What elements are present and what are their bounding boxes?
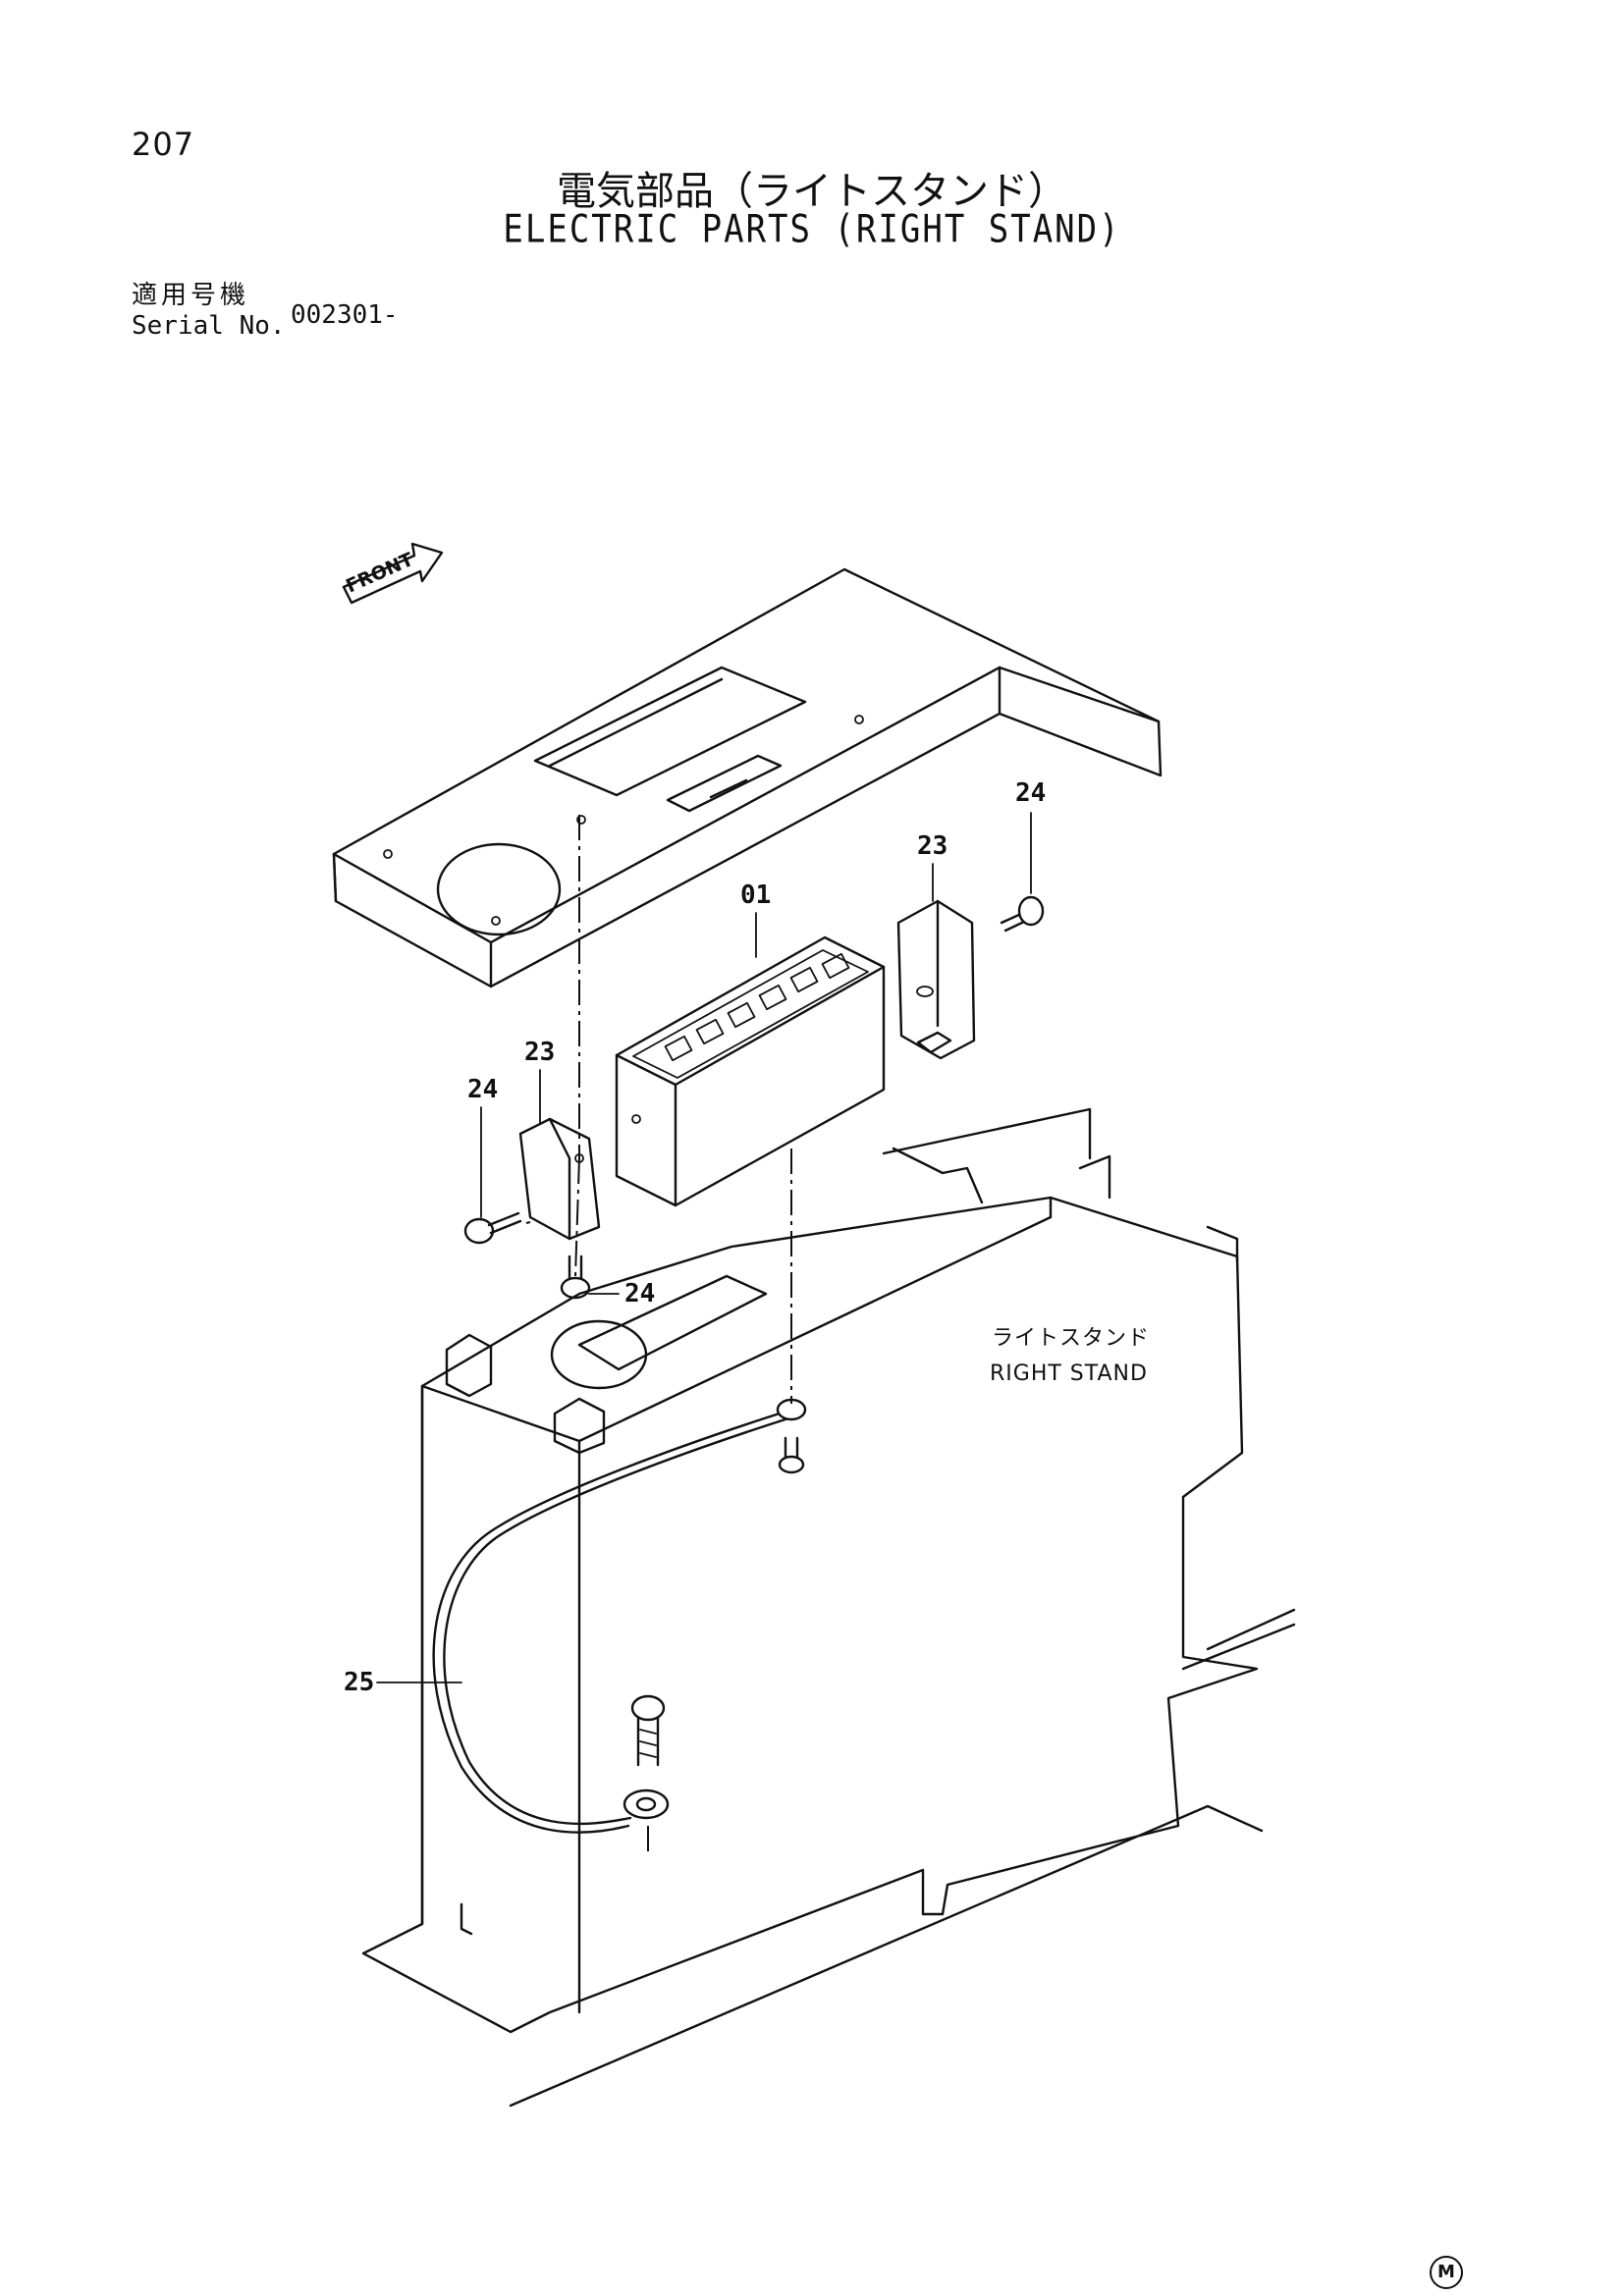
callout-25: 25 <box>344 1668 462 1697</box>
callout-23-right: 23 <box>917 831 947 902</box>
callout-label: 24 <box>624 1279 655 1308</box>
callout-label: 01 <box>740 881 771 910</box>
manufacturer-mark: M <box>1430 2256 1463 2289</box>
callout-label: 23 <box>524 1038 555 1067</box>
callout-01: 01 <box>740 881 771 958</box>
callout-23-left: 23 <box>524 1038 555 1125</box>
ground-cable <box>432 1398 807 1834</box>
floor-plate <box>509 1608 1296 2108</box>
alignment-lines <box>525 815 792 1855</box>
right-stand-body <box>361 1107 1259 2034</box>
bolt-center <box>560 1255 591 1300</box>
page-title-japanese: 電気部品（ライトスタンド） <box>557 169 1067 214</box>
bolt-right <box>1000 895 1045 933</box>
callout-label: 24 <box>1015 778 1046 808</box>
bracket-left <box>518 1117 601 1241</box>
callout-24-center: 24 <box>588 1279 655 1308</box>
bracket-right <box>896 899 976 1060</box>
bolt-lower <box>630 1694 666 1767</box>
front-arrow-icon: FRONT <box>342 542 444 605</box>
stand-label-english: RIGHT STAND <box>990 1362 1148 1386</box>
stand-label-japanese: ライトスタンド <box>992 1326 1150 1351</box>
serial-number-value: 002301- <box>291 300 399 330</box>
top-cover-panel <box>332 567 1163 988</box>
callout-24-left: 24 <box>467 1075 498 1218</box>
callout-label: 25 <box>344 1668 374 1697</box>
callout-label: 24 <box>467 1075 498 1104</box>
control-unit-box <box>615 935 886 1207</box>
callout-24-right: 24 <box>1015 778 1046 894</box>
serial-label-japanese: 適用号機 <box>132 281 250 310</box>
bolt-left <box>463 1211 522 1245</box>
serial-label-english: Serial No. <box>132 311 286 341</box>
page-number: 207 <box>132 126 195 163</box>
page-title-english: ELECTRIC PARTS (RIGHT STAND) <box>503 207 1121 252</box>
callout-label: 23 <box>917 831 947 861</box>
bolt-small <box>778 1436 805 1474</box>
